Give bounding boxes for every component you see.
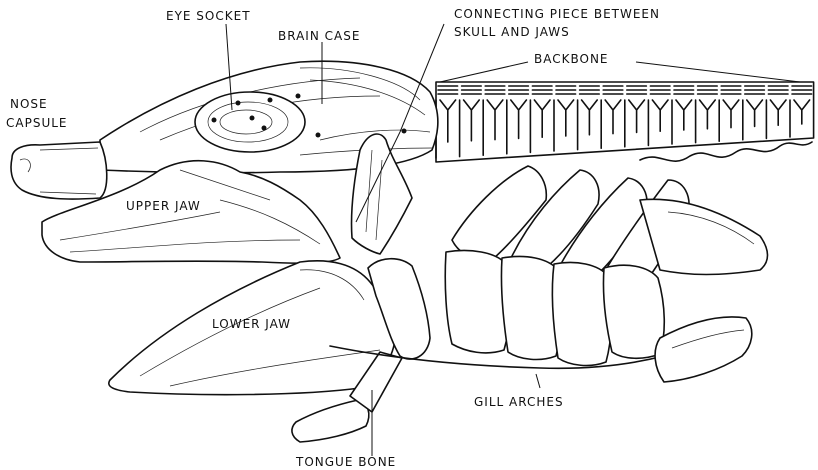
backbone (436, 82, 814, 162)
label-lower-jaw: LOWER JAW (212, 317, 291, 331)
label-nose-capsule-2: CAPSULE (6, 116, 68, 130)
label-upper-jaw: UPPER JAW (126, 199, 201, 213)
label-eye-socket: EYE SOCKET (166, 9, 251, 23)
label-brain-case: BRAIN CASE (278, 29, 360, 43)
label-nose-capsule-1: NOSE (10, 97, 48, 111)
label-tongue-bone: TONGUE BONE (295, 455, 396, 469)
gill-arch (603, 265, 664, 358)
label-connecting-piece-1: CONNECTING PIECE BETWEEN (454, 7, 660, 21)
label-backbone: BACKBONE (534, 52, 609, 66)
label-gill-arches: GILL ARCHES (474, 395, 564, 409)
nose-capsule-drawing (11, 142, 107, 199)
label-connecting-piece-2: SKULL AND JAWS (454, 25, 570, 39)
gill-arch (445, 251, 509, 353)
